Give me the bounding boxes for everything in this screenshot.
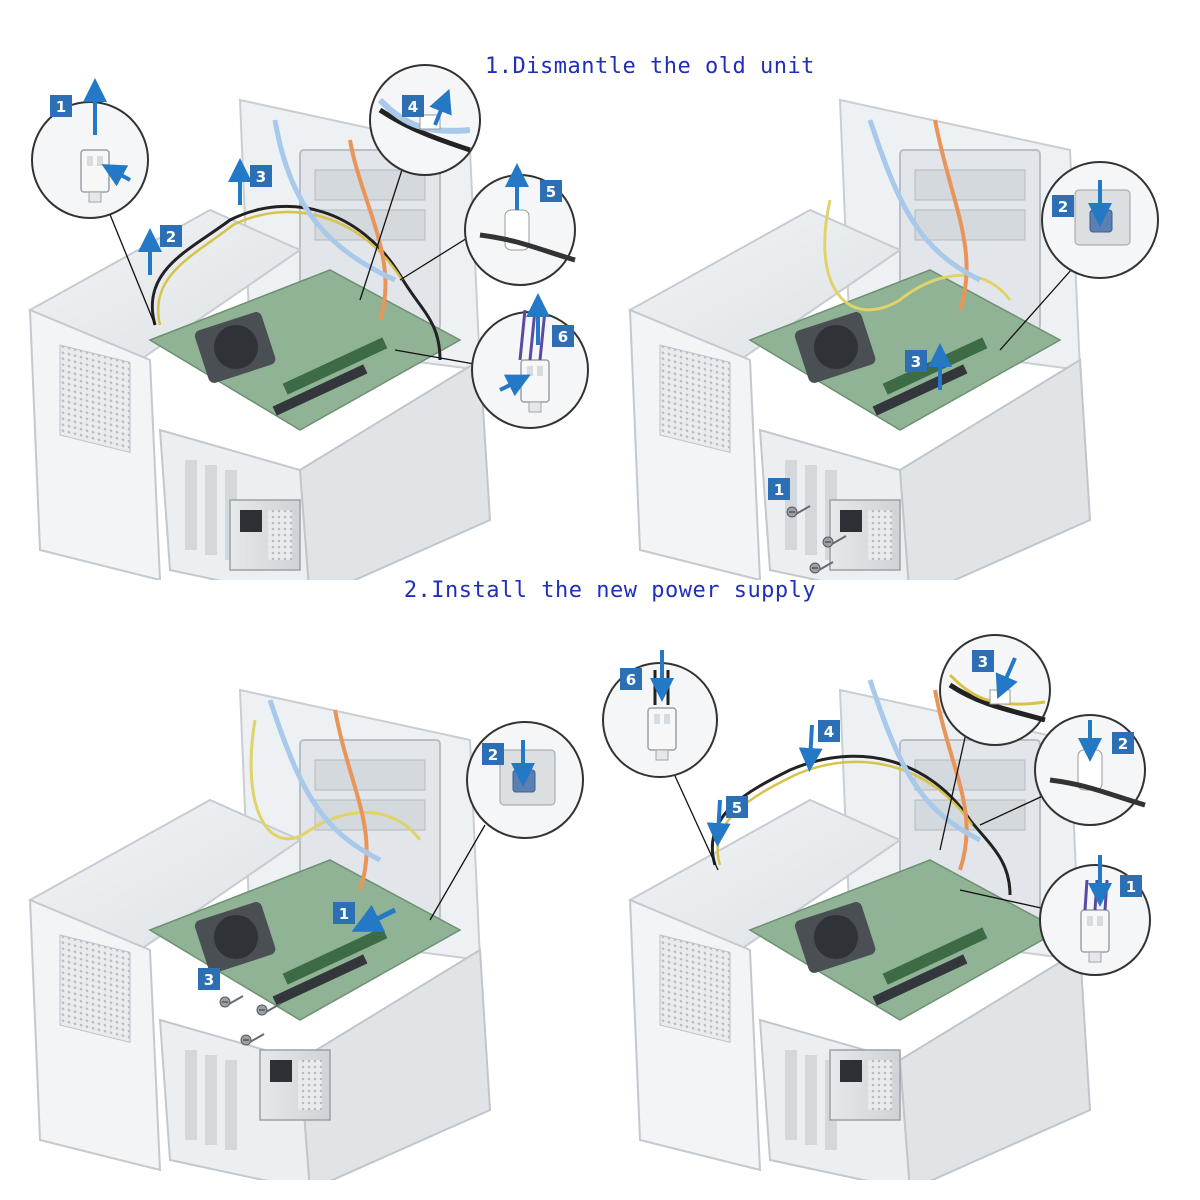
magnifier-5 bbox=[464, 163, 576, 286]
callout-badge-5: 5 bbox=[726, 796, 748, 818]
svg-text:1: 1 bbox=[774, 481, 784, 499]
callout-badge-1: 1 bbox=[1120, 875, 1142, 897]
sata-cable-orange bbox=[348, 139, 388, 321]
callout-badge-2: 2 bbox=[482, 743, 504, 765]
magnifier-4 bbox=[369, 64, 481, 176]
illustration-install-psu: 1 2 3 bbox=[29, 689, 584, 1180]
step-2-heading: 2.Install the new power supply bbox=[403, 578, 817, 603]
step-1-heading: 1.Dismantle the old unit bbox=[485, 54, 815, 79]
svg-text:1: 1 bbox=[56, 98, 66, 116]
svg-text:4: 4 bbox=[824, 723, 834, 741]
callout-badge-6: 6 bbox=[552, 325, 574, 347]
svg-text:5: 5 bbox=[546, 183, 556, 201]
illustration-remove-psu: 1 2 3 bbox=[629, 99, 1159, 580]
callout-badge-2: 2 bbox=[1112, 732, 1134, 754]
svg-text:2: 2 bbox=[166, 228, 176, 246]
magnifier-2 bbox=[1034, 714, 1146, 826]
callout-badge-3: 3 bbox=[250, 165, 272, 187]
magnifier-6 bbox=[471, 293, 589, 429]
svg-text:2: 2 bbox=[488, 746, 498, 764]
magnifier-1 bbox=[31, 78, 149, 219]
panel-dismantle-cables: 1 2 3 4 5 6 bbox=[0, 60, 600, 580]
callout-badge-4: 4 bbox=[402, 95, 424, 117]
magnifier-6 bbox=[602, 650, 718, 778]
callout-badge-1: 1 bbox=[50, 95, 72, 117]
callout-badge-1: 1 bbox=[768, 478, 790, 500]
callout-badge-1: 1 bbox=[333, 902, 355, 924]
svg-text:2: 2 bbox=[1118, 735, 1128, 753]
callout-badge-3: 3 bbox=[198, 968, 220, 990]
svg-text:3: 3 bbox=[256, 168, 266, 186]
magnifier-3 bbox=[939, 634, 1051, 746]
callout-badge-3: 3 bbox=[972, 650, 994, 672]
svg-text:5: 5 bbox=[732, 799, 742, 817]
panel-install-psu: 1 2 3 bbox=[0, 620, 600, 1180]
svg-text:1: 1 bbox=[339, 905, 349, 923]
svg-text:1: 1 bbox=[1126, 878, 1136, 896]
callout-badge-5: 5 bbox=[540, 180, 562, 202]
svg-text:4: 4 bbox=[408, 98, 418, 116]
panel-reconnect-cables: 1 2 3 4 5 6 bbox=[600, 620, 1200, 1180]
panel-remove-psu: 1 2 3 bbox=[600, 60, 1200, 580]
callout-badge-4: 4 bbox=[818, 720, 840, 742]
callout-badge-6: 6 bbox=[620, 668, 642, 690]
illustration-dismantle-cables: 1 2 3 4 5 6 bbox=[29, 64, 589, 580]
svg-text:3: 3 bbox=[204, 971, 214, 989]
power-cable-black bbox=[150, 204, 442, 361]
magnifier-latch bbox=[466, 721, 584, 839]
magnifier-release-latch bbox=[1041, 161, 1159, 279]
callout-badge-2: 2 bbox=[160, 225, 182, 247]
callout-badge-3: 3 bbox=[905, 350, 927, 372]
svg-text:6: 6 bbox=[626, 671, 636, 689]
callout-badge-2: 2 bbox=[1052, 195, 1074, 217]
sata-cable-blue bbox=[272, 119, 397, 283]
svg-text:2: 2 bbox=[1058, 198, 1068, 216]
svg-text:3: 3 bbox=[911, 353, 921, 371]
power-cable-yellow bbox=[156, 210, 404, 326]
svg-text:3: 3 bbox=[978, 653, 988, 671]
illustration-reconnect-cables: 1 2 3 4 5 6 bbox=[602, 634, 1151, 1180]
svg-text:6: 6 bbox=[558, 328, 568, 346]
